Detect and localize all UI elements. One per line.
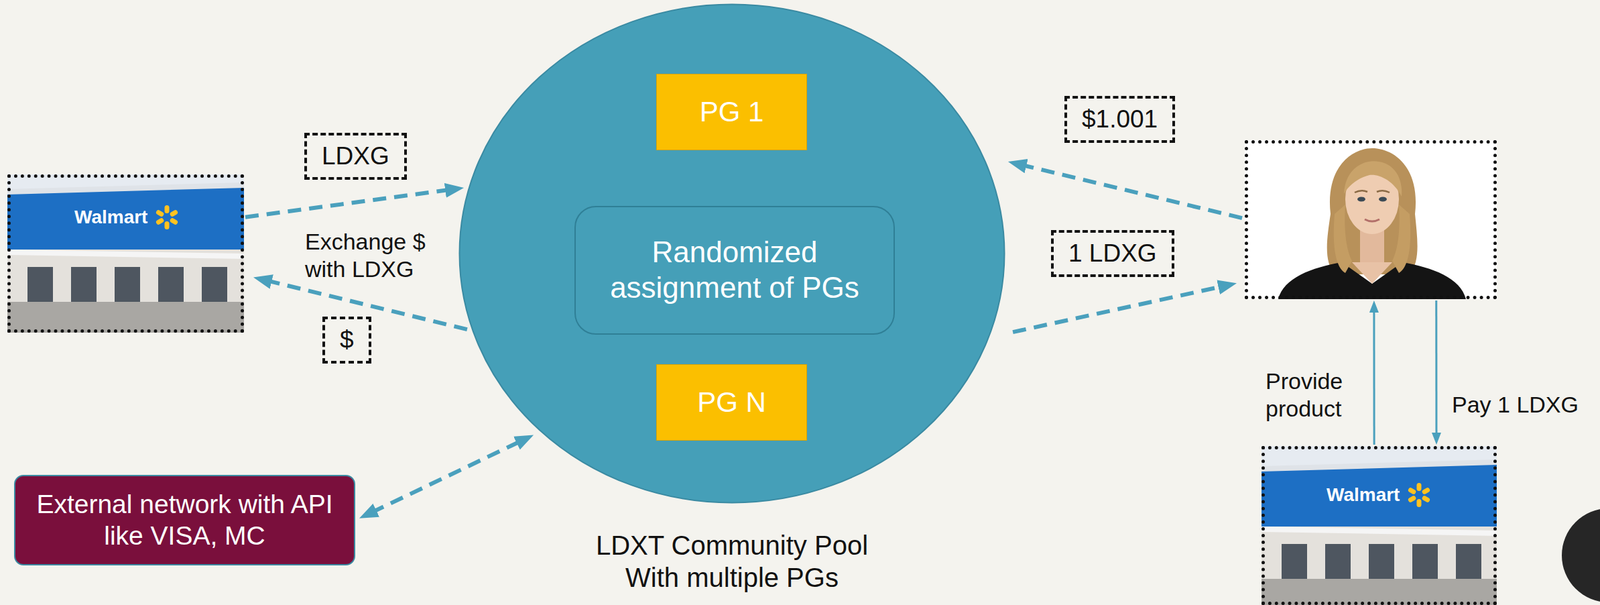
community-pool-circle: LDXT Community Pool With multiple PGsPG … — [458, 3, 1006, 504]
external-network-box: External network with API like VISA, MC — [14, 474, 356, 566]
flow-arrow — [1012, 286, 1224, 333]
store-door — [71, 266, 97, 302]
hair-strand — [1333, 204, 1352, 273]
amount-text: $1.001 — [1081, 104, 1158, 135]
flow-note: Exchange $ with LDXG — [304, 227, 440, 283]
neckline — [1351, 262, 1393, 284]
pool-ellipse — [459, 4, 1005, 503]
pg-label: PG N — [697, 385, 767, 419]
hair-strand — [1392, 204, 1411, 273]
facade — [7, 249, 244, 303]
brow — [1376, 190, 1390, 193]
spark-ray — [155, 209, 165, 218]
store-sign-text: Walmart — [1326, 482, 1400, 507]
store-door — [158, 266, 184, 302]
spark-ray — [168, 217, 179, 226]
label-holder: Pay 1 LDXG — [1451, 390, 1596, 419]
spark-ray — [164, 221, 170, 230]
store-illustration — [7, 174, 244, 333]
portrait-ground — [1244, 140, 1497, 299]
pool-caption: LDXT Community Pool With multiple PGs — [584, 528, 880, 594]
customer-photo — [1244, 140, 1497, 299]
flow-arrow — [245, 189, 451, 218]
store-sign-band — [1261, 463, 1497, 531]
store-door — [1368, 543, 1395, 579]
currency-box: $ — [322, 316, 372, 364]
store-photo: Walmart — [7, 174, 244, 333]
spark-ray — [164, 205, 170, 214]
roof-trim — [1261, 459, 1497, 472]
eye — [1357, 197, 1366, 202]
pg-box: PG N — [656, 363, 808, 441]
jacket — [1278, 262, 1466, 299]
store-photo: Walmart — [1261, 445, 1497, 605]
flow-arrow — [371, 440, 522, 513]
brow — [1354, 190, 1368, 193]
token-text: LDXG — [321, 141, 390, 171]
sky — [7, 174, 244, 333]
store-sign-text: Walmart — [74, 205, 148, 230]
currency-text: $ — [339, 325, 354, 355]
spark-ray — [1407, 486, 1418, 495]
spark-logo — [1407, 482, 1432, 507]
spark-ray — [1417, 482, 1422, 491]
pg-label: PG 1 — [699, 95, 765, 129]
store-door — [1455, 543, 1482, 579]
spark-ray — [155, 217, 165, 226]
token-box: 1 LDXG — [1051, 229, 1175, 277]
token-box: LDXG — [304, 132, 407, 180]
assignment-box: Randomized assignment of PGs — [574, 205, 895, 335]
pavement — [7, 301, 244, 333]
store-door — [1412, 543, 1438, 579]
page-corner-disc — [1561, 508, 1600, 602]
hair-back — [1327, 148, 1418, 275]
flow-arrow — [266, 280, 467, 330]
flow-arrow — [1020, 164, 1243, 218]
pg-box: PG 1 — [656, 73, 808, 151]
label-holder: Exchange $ with LDXG — [304, 227, 440, 283]
canopy — [7, 249, 244, 259]
store-door — [1325, 543, 1351, 579]
flow-label: Pay 1 LDXG — [1451, 390, 1596, 419]
mouth — [1364, 219, 1380, 222]
store-door — [114, 266, 141, 302]
facade — [1261, 526, 1497, 579]
token-text: 1 LDXG — [1068, 238, 1157, 269]
roof-trim — [7, 182, 244, 195]
pavement — [1261, 578, 1497, 605]
store-door — [201, 266, 228, 302]
store-door — [1281, 543, 1308, 579]
flow-arrow — [1372, 308, 1375, 445]
spark-logo — [155, 205, 179, 230]
eye — [1378, 197, 1387, 202]
flow-label: Provide product — [1265, 367, 1355, 423]
canopy — [1261, 526, 1497, 536]
assignment-text: Randomized assignment of PGs — [595, 234, 874, 306]
store-door — [27, 266, 53, 302]
sky — [1261, 445, 1497, 605]
spark-ray — [1421, 486, 1431, 495]
spark-ray — [1421, 494, 1431, 503]
amount-box: $1.001 — [1064, 95, 1176, 143]
hair-fringe — [1343, 160, 1402, 197]
external-network-text: External network with API like VISA, MC — [35, 488, 334, 552]
label-holder: Provide product — [1265, 367, 1355, 423]
spark-ray — [1407, 494, 1418, 503]
spark-ray — [168, 209, 179, 218]
customer-illustration — [1244, 140, 1497, 299]
store-sign-band — [7, 186, 244, 254]
flow-arrow — [1435, 300, 1438, 437]
store-illustration — [1261, 445, 1497, 605]
spark-ray — [1417, 498, 1422, 507]
